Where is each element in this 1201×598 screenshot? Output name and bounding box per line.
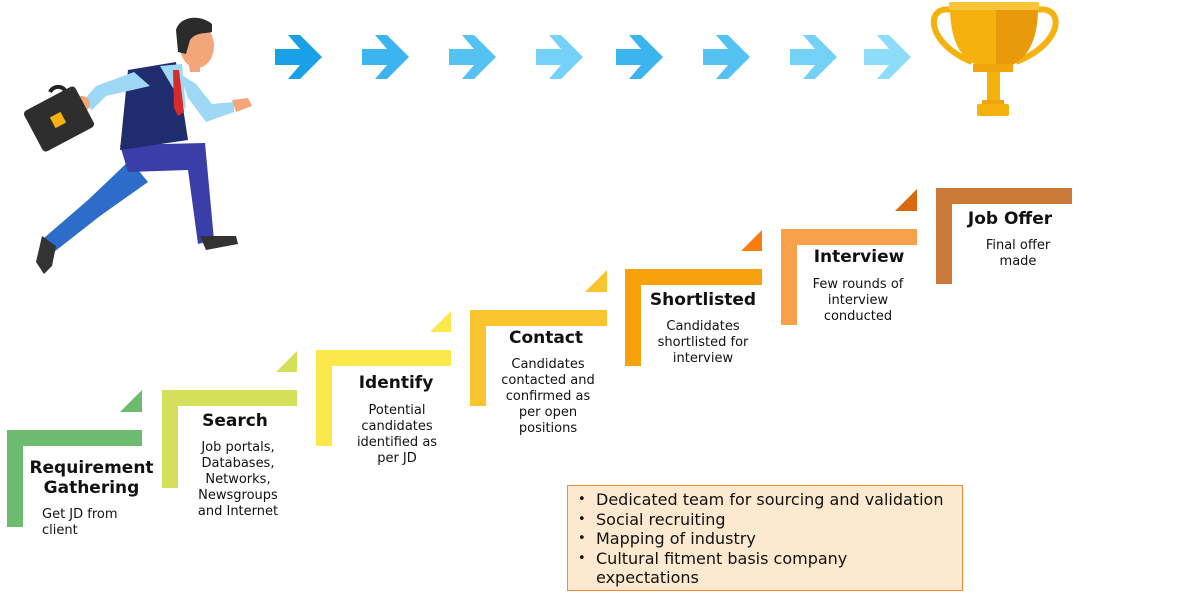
sourcing-notes-box: Dedicated team for sourcing and validati… xyxy=(567,485,963,591)
arrow-icon xyxy=(616,35,663,79)
step-title-shortlisted: Shortlisted xyxy=(649,290,757,310)
arrow-icon xyxy=(449,35,496,79)
step-title-interview: Interview xyxy=(813,247,905,267)
arrow-icon xyxy=(275,35,322,79)
briefcase-icon xyxy=(24,85,94,152)
step-desc-interview: Few rounds of interview conducted xyxy=(812,277,904,324)
step-bracket-7 xyxy=(936,188,1072,284)
note-item: Social recruiting xyxy=(578,510,962,530)
step-bracket-3 xyxy=(316,311,451,446)
businessman-illustration xyxy=(24,17,252,274)
step-bracket-5 xyxy=(625,230,762,366)
arrow-icon xyxy=(362,35,409,79)
staircase xyxy=(7,188,1072,527)
step-bracket-2 xyxy=(162,351,297,488)
progress-arrows xyxy=(275,35,911,79)
step-bracket-4 xyxy=(470,270,607,406)
step-desc-contact: Candidates contacted and confirmed as pe… xyxy=(501,357,595,436)
step-desc-requirement-gathering: Get JD from client xyxy=(42,507,118,538)
step-desc-identify: Potential candidates identified as per J… xyxy=(356,403,438,466)
step-title-identify: Identify xyxy=(358,373,434,393)
arrow-icon xyxy=(864,35,911,79)
step-title-job-offer: Job Offer xyxy=(967,209,1053,229)
step-title-search: Search xyxy=(202,411,268,431)
step-desc-search: Job portals, Databases, Networks, Newsgr… xyxy=(197,440,279,519)
note-item: Dedicated team for sourcing and validati… xyxy=(578,490,962,510)
arrow-icon xyxy=(790,35,837,79)
arrow-icon xyxy=(703,35,750,79)
note-item: Mapping of industry xyxy=(578,529,962,549)
step-desc-shortlisted: Candidates shortlisted for interview xyxy=(657,319,749,366)
step-bracket-1 xyxy=(7,390,142,527)
step-title-requirement-gathering: Requirement Gathering xyxy=(29,458,154,498)
note-item: Cultural fitment basis company expectati… xyxy=(578,549,962,588)
step-desc-job-offer: Final offer made xyxy=(985,238,1051,269)
step-bracket-6 xyxy=(781,189,917,325)
trophy-icon xyxy=(930,2,1059,116)
step-title-contact: Contact xyxy=(508,328,584,348)
arrow-icon xyxy=(536,35,583,79)
sourcing-notes-list: Dedicated team for sourcing and validati… xyxy=(568,486,962,588)
